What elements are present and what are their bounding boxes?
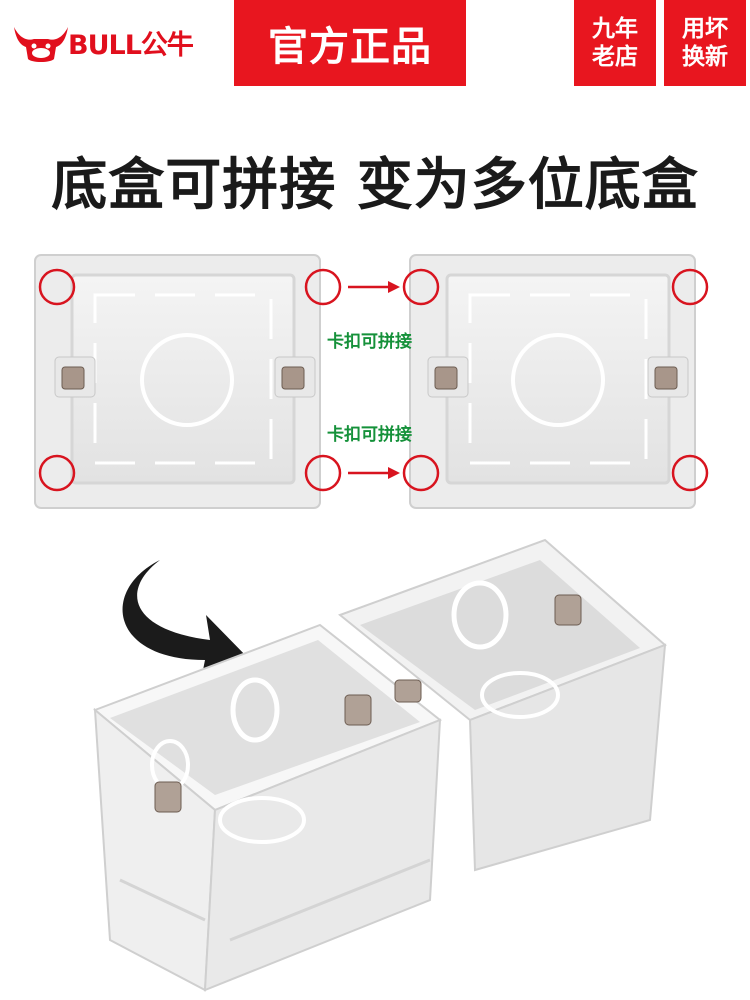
clip-splice-label-top: 卡扣可拼接 (327, 332, 412, 352)
brand-name: BULL公牛 (68, 29, 194, 61)
brand-logo[interactable]: BULL公牛 (10, 18, 220, 66)
joined-junction-boxes (93, 538, 667, 992)
replace-guarantee-badge: 用坏 换新 (664, 0, 746, 86)
front-box (93, 623, 442, 992)
official-genuine-badge: 官方正品 (234, 0, 466, 86)
replace-guarantee-line2: 换新 (682, 44, 728, 70)
store-years-badge: 九年 老店 (574, 0, 656, 86)
right-box (402, 254, 709, 509)
clip-splice-label-bottom: 卡扣可拼接 (327, 425, 412, 445)
join-arrow-top (348, 281, 400, 293)
replace-guarantee-line1: 用坏 (682, 16, 728, 42)
spliced-boxes-illustration (0, 520, 750, 1000)
store-years-line2: 老店 (592, 44, 638, 70)
curved-arrow-icon (122, 560, 250, 685)
rear-box (337, 538, 667, 872)
junction-box-top-view (34, 254, 709, 509)
splice-diagram: 卡扣可拼接 卡扣可拼接 (0, 245, 750, 520)
headline: 底盒可拼接 变为多位底盒 (51, 153, 699, 218)
join-arrow-bottom (348, 467, 400, 479)
bull-head-icon (14, 27, 68, 62)
header: BULL公牛 官方正品 九年 老店 用坏 换新 (0, 0, 750, 90)
store-years-line1: 九年 (592, 16, 638, 42)
left-box (34, 254, 342, 509)
